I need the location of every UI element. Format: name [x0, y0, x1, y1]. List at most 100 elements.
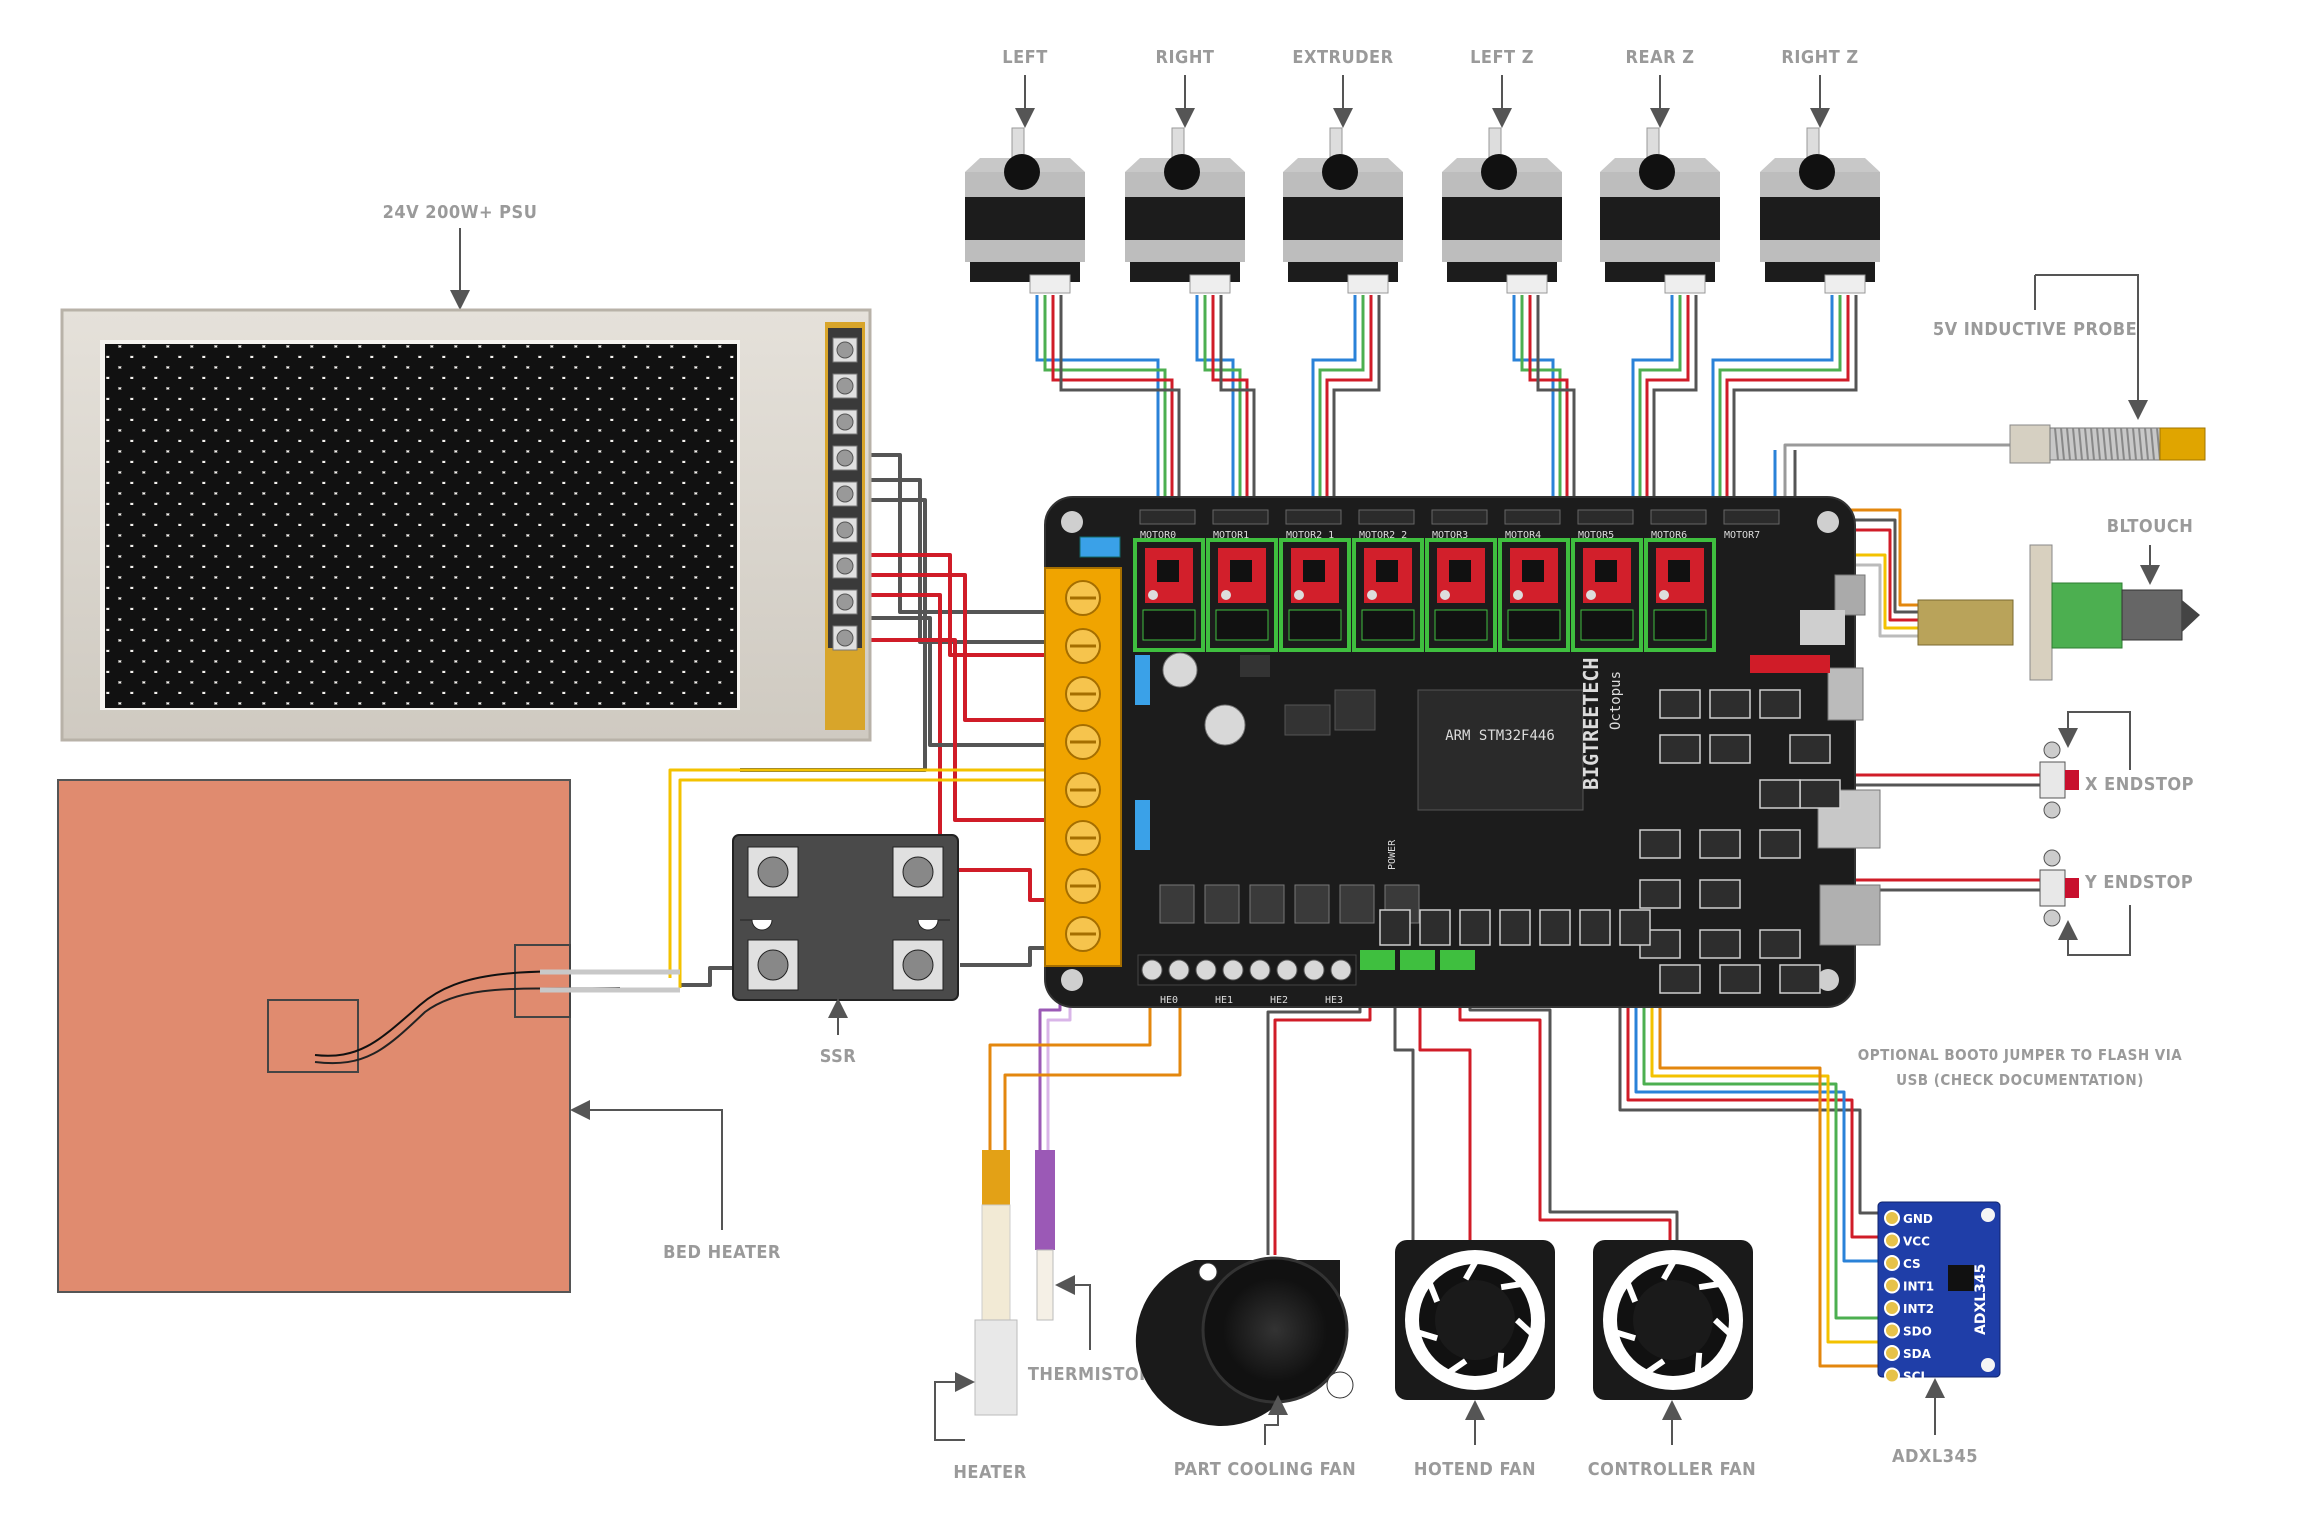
bed-heater: [57, 779, 680, 1293]
motor-wires: [1035, 295, 1858, 520]
hotend-fan-blades: [1415, 1258, 1536, 1376]
probe-thread: [2054, 427, 2161, 461]
motor-label-6: RIGHT Z: [1781, 47, 1858, 68]
board-model: Octopus: [1608, 671, 1624, 730]
heater-header-2: HE2: [1270, 995, 1288, 1006]
psu-wire-neg-4: [860, 616, 1045, 747]
psu: [60, 308, 872, 742]
y-endstop-label: Y ENDSTOP: [2084, 872, 2193, 893]
power-silk: POWER: [1387, 839, 1398, 870]
motor-label-1: LEFT: [1002, 47, 1048, 68]
motor-label-2: RIGHT: [1156, 47, 1215, 68]
adxl-pin-int2: INT2: [1903, 1302, 1934, 1316]
stepper-motors: [965, 127, 1880, 294]
controller-fan: [1593, 1240, 1753, 1400]
adxl-pin-cs: CS: [1903, 1257, 1921, 1271]
adxl-pin-sdo: SDO: [1903, 1325, 1932, 1339]
hotend-fan-label: HOTEND FAN: [1414, 1459, 1536, 1480]
part-cooling-fan-label: PART COOLING FAN: [1174, 1459, 1356, 1480]
hotend-heater: [974, 1150, 1018, 1416]
stepper-motor-1: [965, 127, 1085, 294]
hotend-fan: [1395, 1240, 1555, 1400]
controller-fan-blades: [1613, 1258, 1734, 1376]
psu-wire-pos-1: [860, 553, 1045, 657]
part-fan-wire-red: [1273, 990, 1372, 1255]
motor-header-1: MOTOR1: [1213, 530, 1249, 541]
stepper-motor-6: [1760, 127, 1880, 294]
ssr-wire-black: [960, 946, 1045, 967]
heater-headers: HE0 HE1 HE2 HE3: [1160, 995, 1343, 1006]
adxl-pin-int1: INT1: [1903, 1280, 1934, 1294]
heater-wire-1: [988, 1000, 1152, 1165]
adxl-label: ADXL345: [1892, 1446, 1978, 1467]
psu-wire-neg-2: [860, 478, 1045, 644]
part-fan-wire-black: [1266, 990, 1362, 1255]
motor-label-4: LEFT Z: [1470, 47, 1534, 68]
board-brand: BIGTREETECH: [1579, 658, 1603, 790]
psu-terminals: [832, 337, 858, 651]
motor-label-5: REAR Z: [1626, 47, 1695, 68]
ssr: [732, 834, 959, 1001]
psu-wire-pos-4: [860, 638, 1045, 822]
heater-header-0: HE0: [1160, 995, 1178, 1006]
psu-wire-pos-2: [860, 573, 1045, 722]
inductive-probe: [2009, 424, 2206, 464]
y-endstop: [2039, 849, 2079, 927]
bltouch-wire-4: [1840, 553, 1920, 630]
heater-header-1: HE1: [1215, 995, 1233, 1006]
hotend-fan-wire-red: [1418, 990, 1472, 1240]
mosfets: [1159, 884, 1651, 946]
psu-label: 24V 200W+ PSU: [383, 202, 538, 223]
motor-header-5: MOTOR4: [1505, 530, 1541, 541]
motor-header-3: MOTOR2_2: [1359, 530, 1407, 541]
thermistor: [1035, 1150, 1055, 1321]
adxl-pin-gnd: GND: [1903, 1212, 1933, 1226]
probe-label: 5V INDUCTIVE PROBE: [1933, 319, 2137, 340]
x-endstop-label: X ENDSTOP: [2085, 774, 2194, 795]
mcu-label: ARM STM32F446: [1445, 728, 1555, 744]
motor-label-3: EXTRUDER: [1292, 47, 1393, 68]
bltouch-wire-5: [1840, 563, 1920, 638]
heater-wire-2: [1003, 1000, 1182, 1165]
hotend-fan-wire-black: [1393, 990, 1415, 1240]
part-cooling-fan: [1135, 1256, 1354, 1426]
adxl-pin-scl: SCL: [1903, 1370, 1928, 1384]
heater-terminals: [1141, 959, 1352, 981]
adxl-pin-vcc: VCC: [1903, 1235, 1930, 1249]
bltouch-wire-3: [1830, 528, 1920, 622]
motor-header-4: MOTOR3: [1432, 530, 1468, 541]
thermistor-label: THERMISTOR: [1028, 1364, 1152, 1385]
motor-labels: LEFT RIGHT EXTRUDER LEFT Z REAR Z RIGHT Z: [1002, 47, 1858, 128]
controller-board: MOTOR0 MOTOR1 MOTOR2_1 MOTOR2_2 MOTOR3 MOTOR4…: [1044, 496, 1881, 1008]
motor-header-6: MOTOR5: [1578, 530, 1614, 541]
bed-heater-label: BED HEATER: [663, 1242, 781, 1263]
bltouch-label: BLTOUCH: [2107, 516, 2194, 537]
boot-note-line1: OPTIONAL BOOT0 JUMPER TO FLASH VIA: [1858, 1046, 2183, 1064]
heater-label: HEATER: [953, 1462, 1026, 1483]
bltouch-wire-2: [1830, 518, 1920, 614]
boot-note-line2: USB (CHECK DOCUMENTATION): [1896, 1071, 2144, 1089]
motor-headers: MOTOR0 MOTOR1 MOTOR2_1 MOTOR2_2 MOTOR3 MOTOR4…: [1139, 509, 1780, 541]
psu-wire-neg-1: [860, 453, 1045, 614]
stepper-motor-2: [1125, 127, 1245, 294]
io-headers: [1639, 610, 1845, 994]
bltouch-wire-1: [1830, 508, 1920, 607]
bed-wire-ssr: [680, 966, 735, 987]
x-endstop: [2039, 741, 2079, 819]
bltouch: [1917, 544, 2200, 681]
motor-header-7: MOTOR6: [1651, 530, 1687, 541]
heater-header-3: HE3: [1325, 995, 1343, 1006]
stepper-drivers: [1133, 538, 1716, 652]
power-terminal-screws: [1065, 580, 1101, 952]
stepper-motor-5: [1600, 127, 1720, 294]
controller-fan-wire-red: [1458, 990, 1672, 1240]
motor-header-2: MOTOR2_1: [1286, 530, 1334, 541]
motor-header-0: MOTOR0: [1140, 530, 1176, 541]
motor-header-8: MOTOR7: [1724, 530, 1760, 541]
controller-fan-label: CONTROLLER FAN: [1588, 1459, 1756, 1480]
stepper-motor-3: [1283, 127, 1403, 294]
controller-fan-wire-black: [1468, 990, 1679, 1240]
